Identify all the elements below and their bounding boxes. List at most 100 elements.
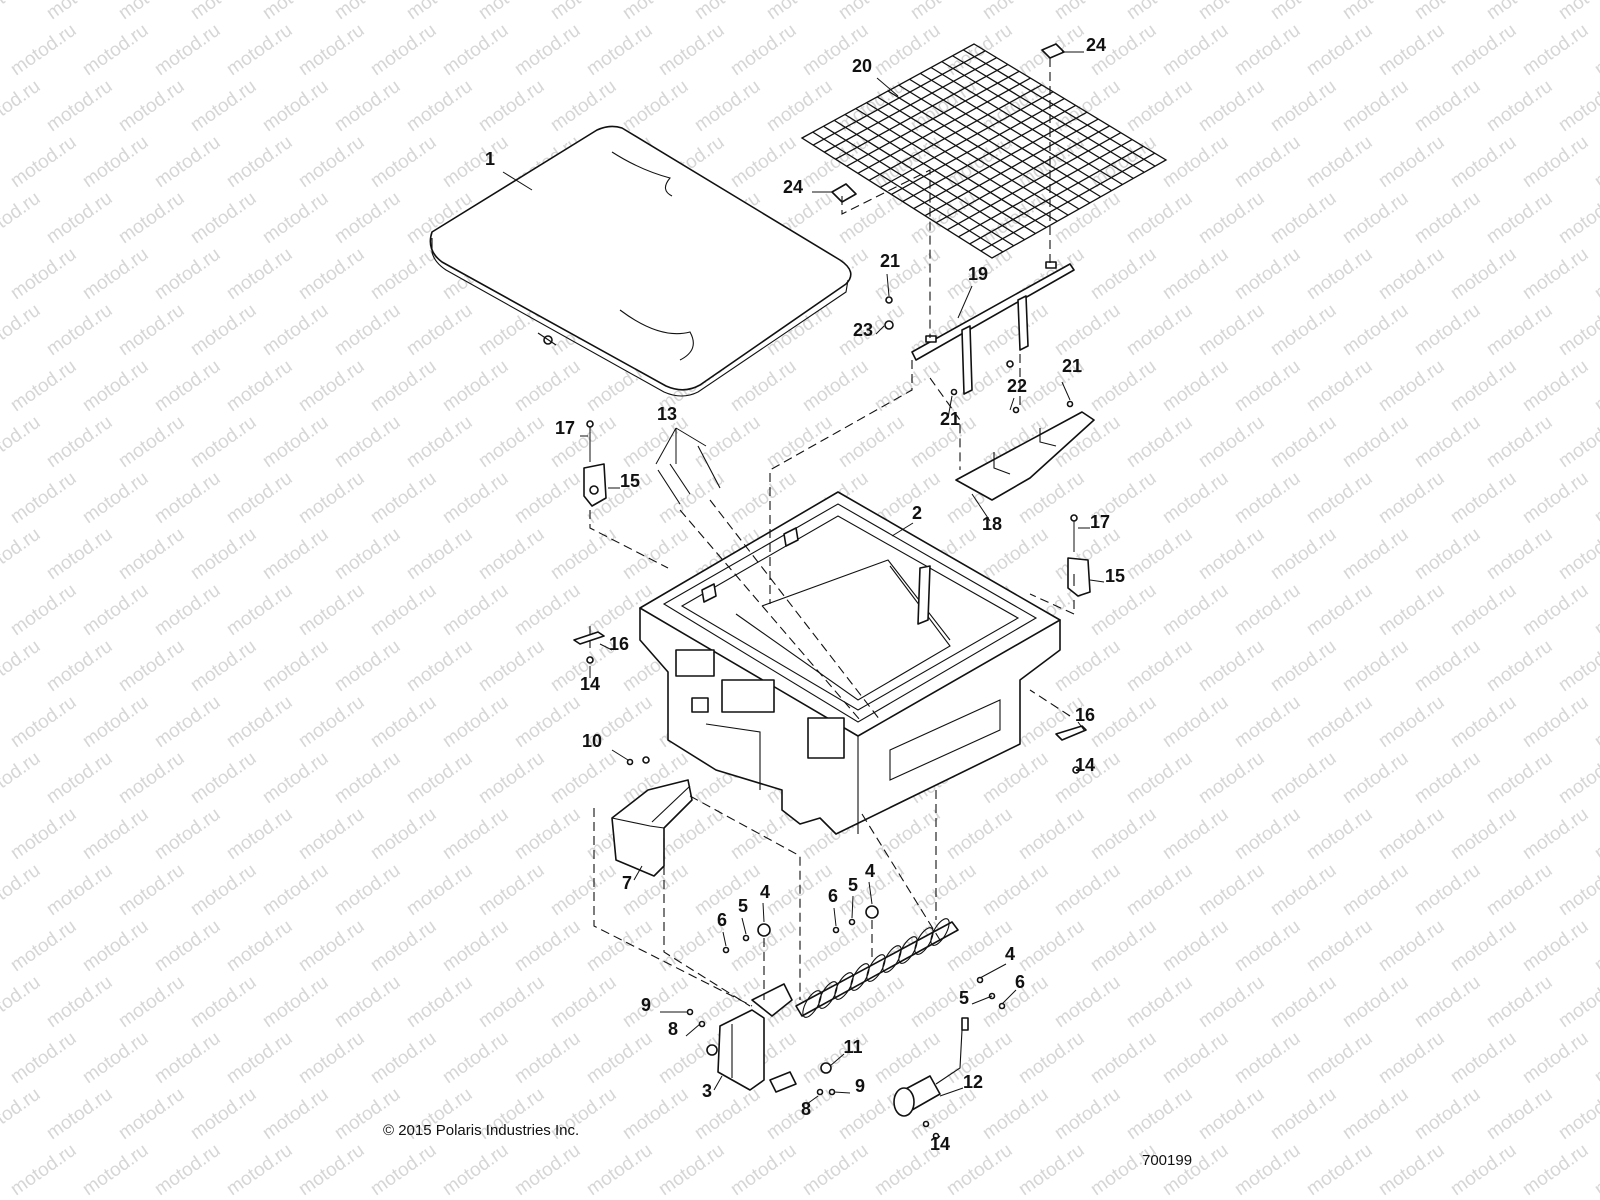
callout-19: 19: [968, 264, 988, 284]
watermark-text: motod.ru: [115, 188, 188, 248]
watermark-text: motod.ru: [1447, 468, 1520, 528]
watermark-text: motod.ru: [1483, 860, 1556, 920]
watermark-text: motod.ru: [655, 1140, 728, 1200]
watermark-text: motod.ru: [403, 300, 476, 360]
grate-wire: [887, 90, 1080, 210]
watermark-text: motod.ru: [259, 972, 332, 1032]
grate-wire: [913, 111, 1088, 210]
watermark-text: motod.ru: [763, 412, 836, 472]
watermark-text: motod.ru: [1159, 804, 1232, 864]
watermark-text: motod.ru: [1519, 580, 1592, 640]
grate-wire: [824, 57, 997, 153]
callout-15: 15: [620, 471, 640, 491]
grate-wire: [835, 63, 1009, 160]
callout-7: 7: [622, 873, 632, 893]
watermark-text: motod.ru: [223, 244, 296, 304]
drive-housing-part: [706, 983, 797, 1093]
watermark-text: motod.ru: [1159, 244, 1232, 304]
watermark-text: motod.ru: [943, 1140, 1016, 1200]
auger-flight: [850, 963, 870, 991]
watermark-text: motod.ru: [1555, 1084, 1600, 1144]
watermark-text: motod.ru: [1267, 188, 1340, 248]
watermark-text: motod.ru: [1195, 300, 1268, 360]
watermark-text: motod.ru: [7, 20, 80, 80]
watermark-text: motod.ru: [1447, 804, 1520, 864]
watermark-text: motod.ru: [1051, 1084, 1124, 1144]
watermark-text: motod.ru: [1591, 692, 1600, 752]
watermark-text: motod.ru: [1411, 524, 1484, 584]
watermark-text: motod.ru: [1159, 356, 1232, 416]
watermark-text: motod.ru: [1123, 76, 1196, 136]
watermark-text: motod.ru: [691, 76, 764, 136]
callout-24: 24: [1086, 35, 1106, 55]
watermark-text: motod.ru: [259, 636, 332, 696]
watermark-text: motod.ru: [1303, 132, 1376, 192]
watermark-text: motod.ru: [907, 972, 980, 1032]
watermark-text: motod.ru: [1375, 804, 1448, 864]
watermark-text: motod.ru: [547, 748, 620, 808]
watermark-text: motod.ru: [115, 412, 188, 472]
watermark-text: motod.ru: [1303, 468, 1376, 528]
watermark-text: motod.ru: [187, 1084, 260, 1144]
watermark-text: motod.ru: [403, 748, 476, 808]
watermark-text: motod.ru: [1267, 524, 1340, 584]
watermark-text: motod.ru: [1303, 692, 1376, 752]
watermark-text: motod.ru: [1339, 300, 1412, 360]
watermark-text: motod.ru: [367, 1028, 440, 1088]
drawing-number: 700199: [1142, 1152, 1193, 1169]
watermark-text: motod.ru: [115, 860, 188, 920]
watermark-text: motod.ru: [871, 804, 944, 864]
watermark-text: motod.ru: [0, 412, 44, 472]
watermark-text: motod.ru: [7, 692, 80, 752]
watermark-text: motod.ru: [1159, 1140, 1232, 1200]
watermark-text: motod.ru: [511, 1028, 584, 1088]
watermark-text: motod.ru: [151, 916, 224, 976]
watermark-text: motod.ru: [43, 76, 116, 136]
watermark-text: motod.ru: [619, 412, 692, 472]
watermark-text: motod.ru: [1591, 804, 1600, 864]
watermark-text: motod.ru: [1483, 0, 1556, 24]
watermark-text: motod.ru: [151, 356, 224, 416]
watermark-text: motod.ru: [1411, 412, 1484, 472]
watermark-text: motod.ru: [0, 524, 44, 584]
watermark-text: motod.ru: [1411, 300, 1484, 360]
watermark-text: motod.ru: [1159, 468, 1232, 528]
watermark-text: motod.ru: [1447, 916, 1520, 976]
watermark-text: motod.ru: [259, 76, 332, 136]
watermark-text: motod.ru: [151, 580, 224, 640]
watermark-text: motod.ru: [79, 1028, 152, 1088]
watermark-text: motod.ru: [7, 468, 80, 528]
watermark-text: motod.ru: [1303, 916, 1376, 976]
watermark-text: motod.ru: [547, 0, 620, 24]
watermark-text: motod.ru: [259, 0, 332, 24]
watermark-text: motod.ru: [1339, 76, 1412, 136]
hardware-part: [586, 296, 1080, 1140]
watermark-text: motod.ru: [295, 20, 368, 80]
watermark-text: motod.ru: [0, 76, 44, 136]
watermark-text: motod.ru: [727, 468, 800, 528]
watermark-text: motod.ru: [1339, 972, 1412, 1032]
callout-17: 17: [1090, 512, 1110, 532]
watermark-text: motod.ru: [43, 1084, 116, 1144]
watermark-text: motod.ru: [187, 76, 260, 136]
watermark-text: motod.ru: [0, 860, 44, 920]
watermark-text: motod.ru: [403, 412, 476, 472]
watermark-text: motod.ru: [1447, 580, 1520, 640]
callout-24: 24: [783, 177, 803, 197]
watermark-text: motod.ru: [871, 1028, 944, 1088]
watermark-text: motod.ru: [1375, 692, 1448, 752]
watermark-text: motod.ru: [1159, 1028, 1232, 1088]
watermark-text: motod.ru: [295, 580, 368, 640]
watermark-text: motod.ru: [187, 748, 260, 808]
callout-22: 22: [1007, 376, 1027, 396]
watermark-text: motod.ru: [619, 0, 692, 24]
watermark-text: motod.ru: [1015, 804, 1088, 864]
callout-2: 2: [912, 503, 922, 523]
watermark-text: motod.ru: [259, 748, 332, 808]
watermark-text: motod.ru: [1483, 300, 1556, 360]
watermark-text: motod.ru: [295, 468, 368, 528]
watermark-text: motod.ru: [1591, 244, 1600, 304]
watermark-text: motod.ru: [79, 692, 152, 752]
grate-wire: [866, 102, 1058, 222]
